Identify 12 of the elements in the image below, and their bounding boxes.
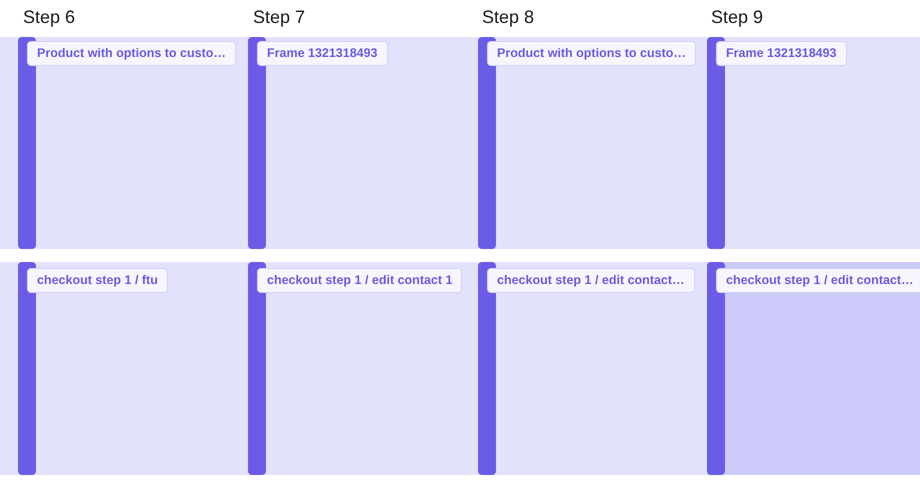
step-heading: Step 7 <box>253 6 306 28</box>
step-heading: Step 6 <box>23 6 76 28</box>
frame-name-label: Product with options to custo… <box>487 41 696 66</box>
frame-name-label: checkout step 1 / edit contact 1 <box>257 268 462 293</box>
frame-name-label: checkout step 1 / edit contact… <box>487 268 695 293</box>
step-heading: Step 9 <box>711 6 764 28</box>
frame-name-label: checkout step 1 / edit contact… <box>716 268 920 293</box>
step-heading: Step 8 <box>482 6 534 28</box>
frame-name-label: Product with options to custo… <box>27 41 236 66</box>
frame-name-label: Frame 1321318493 <box>257 41 388 66</box>
frame-name-label: checkout step 1 / ftu <box>27 268 168 293</box>
frame-name-label: Frame 1321318493 <box>716 41 847 66</box>
